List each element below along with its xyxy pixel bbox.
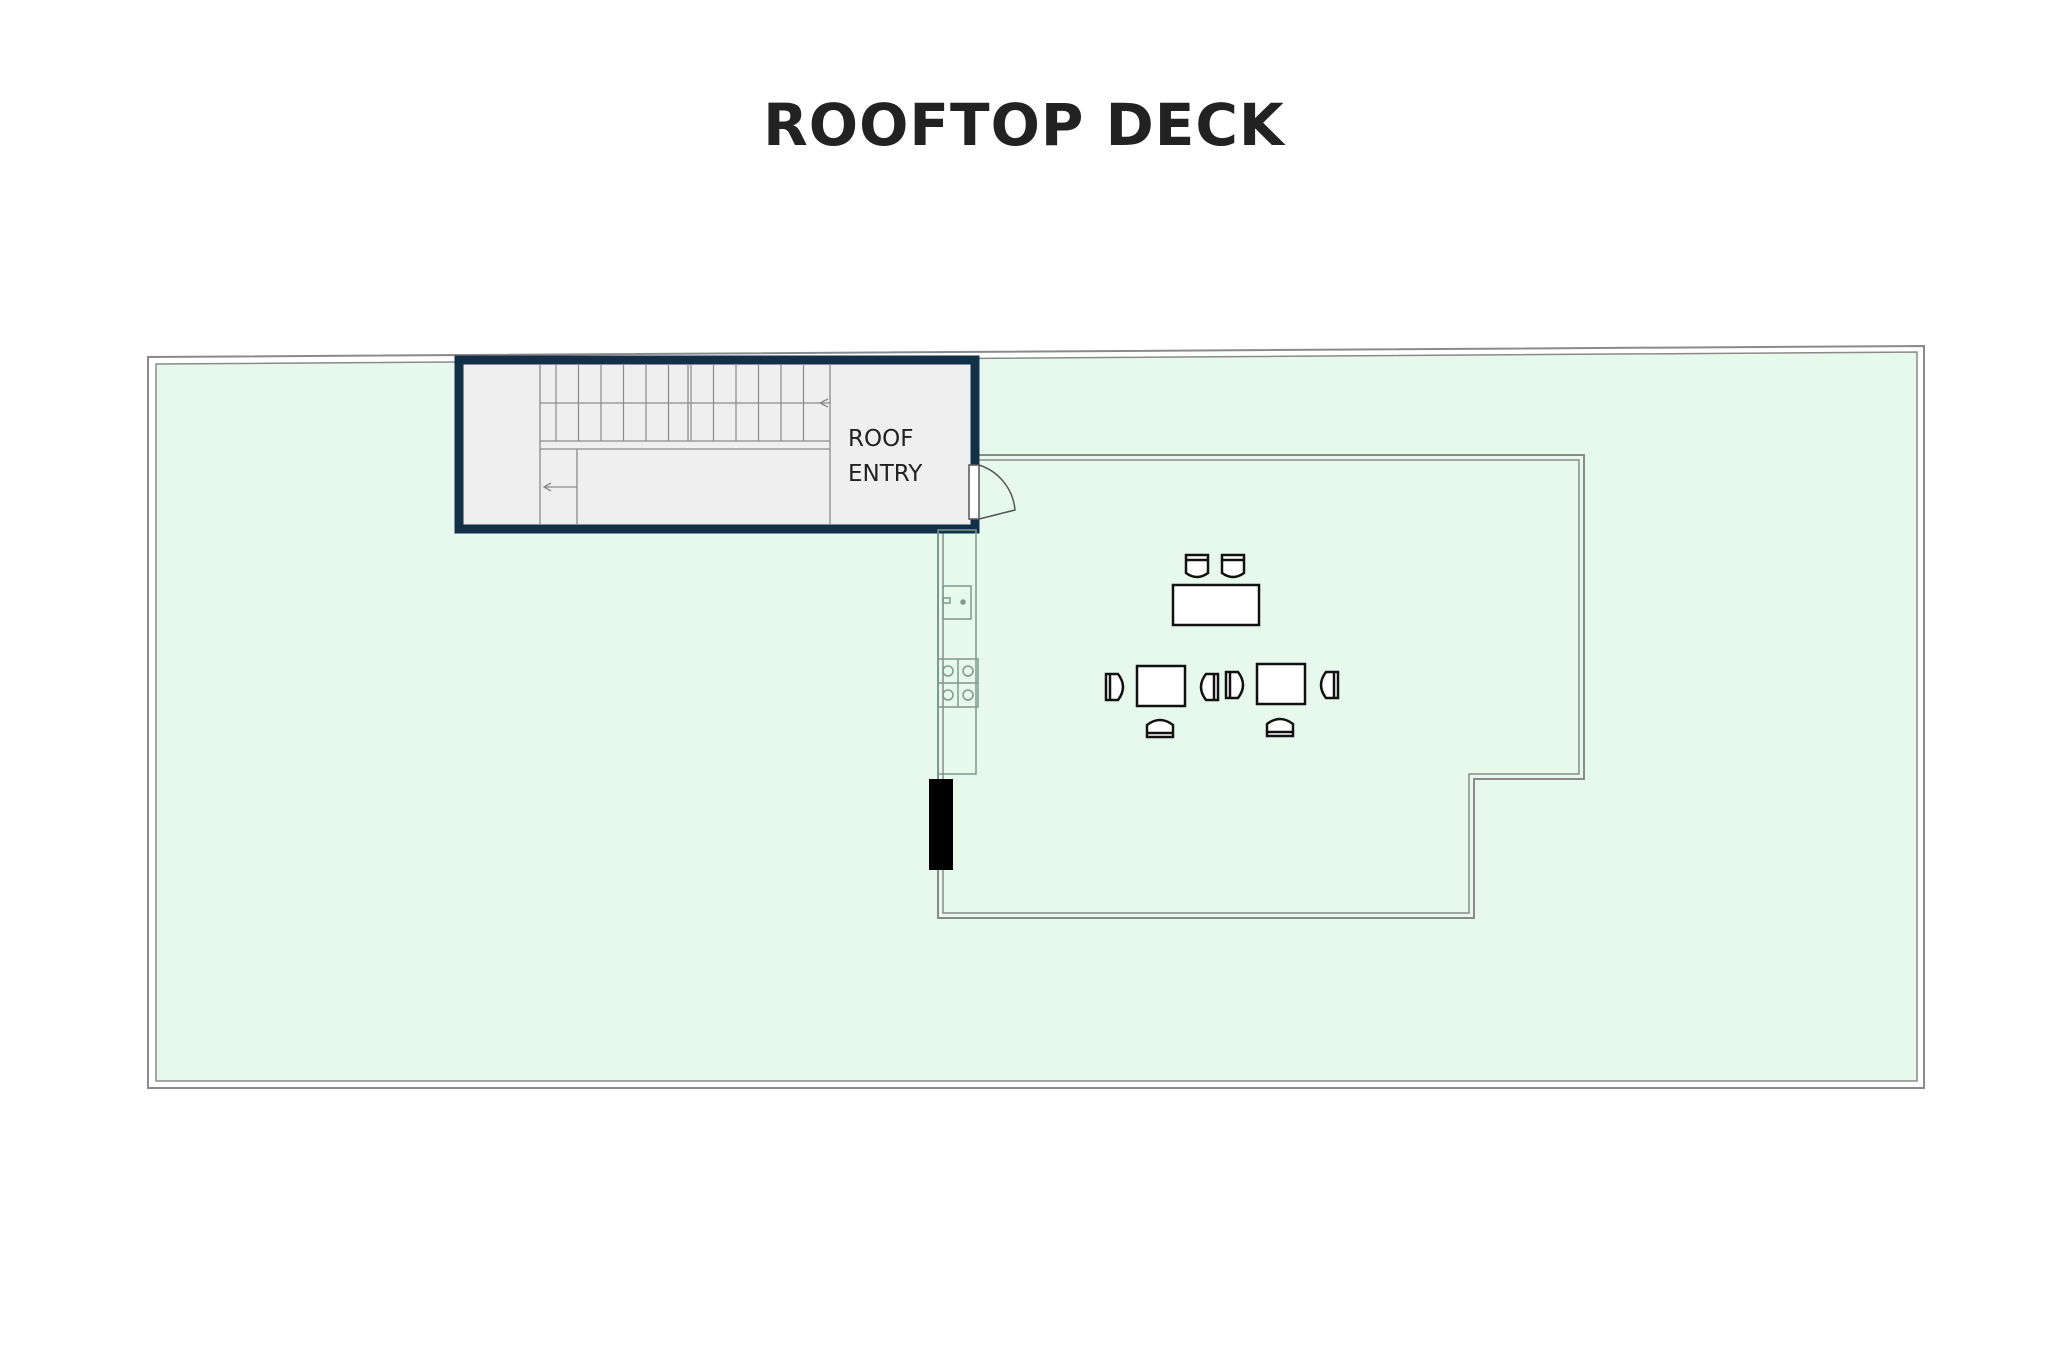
door-swing-icon xyxy=(968,464,1016,520)
table-icon xyxy=(1255,662,1307,706)
chair-icon xyxy=(1224,670,1245,700)
chair-icon xyxy=(1265,717,1295,738)
kitchen-counter xyxy=(937,529,979,775)
roof-entry-label-1: ROOF xyxy=(848,426,913,452)
chair-icon xyxy=(1145,718,1175,739)
chair-icon xyxy=(1220,553,1246,579)
page-title: ROOFTOP DECK xyxy=(763,91,1285,159)
grill-icon xyxy=(929,779,953,870)
deck-area xyxy=(147,344,1925,1089)
furniture xyxy=(1104,553,1340,739)
table-icon xyxy=(1171,583,1261,627)
chair-icon xyxy=(1184,553,1210,579)
roof-entry-room: ROOF ENTRY xyxy=(454,355,980,534)
stairs-icon xyxy=(539,365,831,524)
chair-icon xyxy=(1104,672,1125,702)
cooktop-icon xyxy=(937,658,979,708)
table-icon xyxy=(1135,664,1187,708)
chair-icon xyxy=(1319,670,1340,700)
inner-deck-outline xyxy=(937,454,1585,919)
chair-icon xyxy=(1199,672,1220,702)
roof-entry-label-2: ENTRY xyxy=(848,461,923,487)
deck-surface xyxy=(155,351,1918,1082)
